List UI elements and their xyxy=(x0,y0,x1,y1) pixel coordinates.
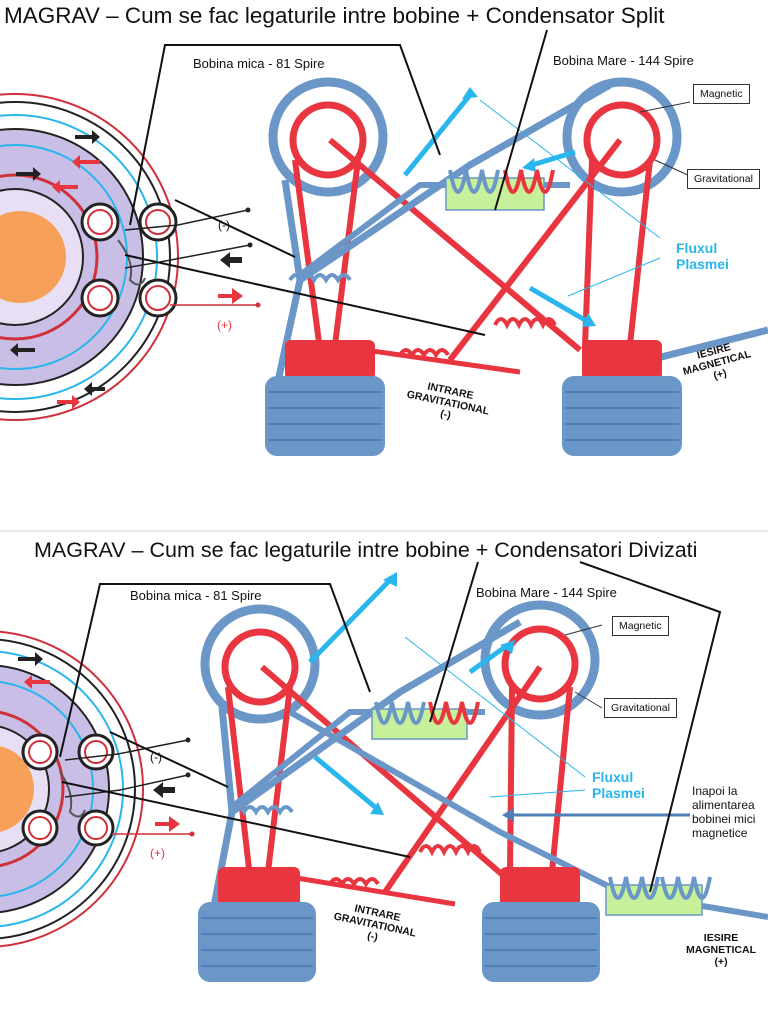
arrow-left-icon xyxy=(10,343,35,357)
large-coil xyxy=(480,600,600,720)
gravitational-label: Gravitational xyxy=(687,169,760,189)
divided-capacitor-top xyxy=(371,701,480,740)
arrow-right-icon xyxy=(57,395,80,409)
plus-sign: (+) xyxy=(150,846,165,860)
arrow-left-icon xyxy=(52,180,78,194)
magnetic-label: Magnetic xyxy=(693,84,750,104)
minus-sign: (-) xyxy=(150,750,162,764)
page-title: MAGRAV – Cum se fac legaturile intre bob… xyxy=(4,3,665,28)
small-coil xyxy=(200,604,320,724)
divided-capacitor-bottom xyxy=(605,876,712,916)
small-coil-base xyxy=(265,340,385,456)
magnetic-label: Magnetic xyxy=(612,616,669,636)
arrow-right-icon xyxy=(218,288,243,304)
reactor-core xyxy=(0,93,261,421)
page-title: MAGRAV – Cum se fac legaturile intre bob… xyxy=(34,538,698,562)
arrow-left-icon xyxy=(153,782,175,798)
plus-sign: (+) xyxy=(217,318,232,332)
arrow-left-icon xyxy=(24,675,50,689)
large-coil-base xyxy=(562,340,682,456)
small-coil-label: Bobina mica - 81 Spire xyxy=(130,588,262,603)
large-coil-label: Bobina Mare - 144 Spire xyxy=(553,53,694,68)
arrow-right-icon xyxy=(16,167,41,181)
arrow-right-icon xyxy=(75,130,100,144)
split-capacitor xyxy=(445,169,555,211)
large-coil xyxy=(562,77,682,197)
return-feed-label: Inapoi la alimentarea bobinei mici magne… xyxy=(692,784,756,840)
coil-diagram-divided xyxy=(0,561,768,982)
coil-diagram-split xyxy=(0,29,768,456)
diagram-panel-split: MAGRAV – Cum se fac legaturile intre bob… xyxy=(0,3,768,456)
plasma-flux-label: Fluxul Plasmei xyxy=(592,769,645,801)
small-coil xyxy=(268,77,388,197)
diagram-panel-divided: MAGRAV – Cum se fac legaturile intre bob… xyxy=(0,530,768,1026)
arrow-left-icon xyxy=(72,155,100,169)
large-coil-base xyxy=(482,867,600,982)
plasma-flux-label: Fluxul Plasmei xyxy=(676,240,729,272)
magnetic-output-label: IESIRE MAGNETICAL (+) xyxy=(686,932,756,968)
arrow-right-icon xyxy=(18,652,43,666)
reactor-core xyxy=(0,630,195,948)
small-coil-base xyxy=(198,867,316,982)
arrow-left-icon xyxy=(220,252,242,268)
gravitational-label: Gravitational xyxy=(604,698,677,718)
arrow-left-icon xyxy=(84,382,105,396)
large-coil-label: Bobina Mare - 144 Spire xyxy=(476,585,617,600)
arrow-right-icon xyxy=(155,816,180,832)
minus-sign: (-) xyxy=(218,218,230,232)
small-coil-label: Bobina mica - 81 Spire xyxy=(193,56,325,71)
